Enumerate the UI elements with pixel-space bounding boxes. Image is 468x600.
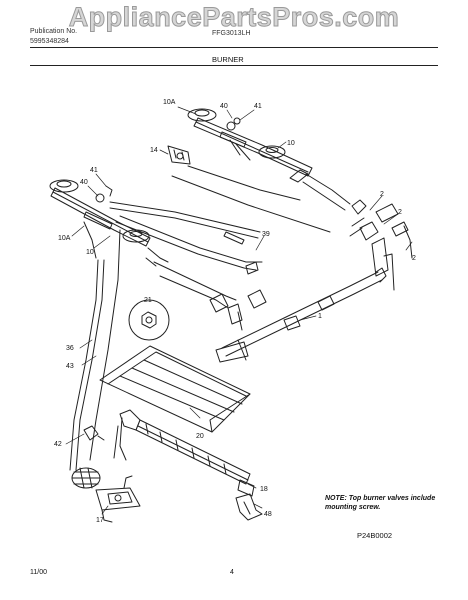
callout-leaders: [65, 106, 413, 515]
rear-burner-assembly: [187, 108, 351, 211]
manifold-pipe-part-1: [215, 267, 387, 363]
callout-10a-top: 10A: [163, 99, 176, 106]
bracket-part-48: [235, 493, 263, 521]
callout-40-left: 40: [80, 179, 88, 186]
watermark-logo: AppliancePartsPros.com: [68, 2, 400, 33]
callout-2-a: 2: [380, 191, 384, 198]
valve-note: NOTE: Top burner valves include mounting…: [325, 495, 436, 511]
callout-10-left: 10: [86, 249, 94, 256]
callout-labels: 10A 40 41 10 14 41 40 39 10A 10 2 2 2 21…: [54, 99, 416, 524]
gas-tubes: [109, 165, 331, 309]
section-title: BURNER: [212, 55, 244, 64]
callout-2-b: 2: [398, 209, 402, 216]
figure-code: P24B0002: [357, 531, 393, 540]
callout-41-left: 41: [90, 167, 98, 174]
ignitor-part-14: [167, 145, 191, 165]
callout-18: 18: [260, 486, 268, 493]
callout-20: 20: [196, 433, 204, 440]
footer-page-number: 4: [230, 569, 234, 576]
heat-shield-part-20: [99, 345, 251, 433]
callout-43: 43: [66, 363, 74, 370]
oven-burner-part-18: [113, 409, 255, 497]
burner-valves: [349, 199, 413, 291]
callout-10-top: 10: [287, 140, 295, 147]
callout-17: 17: [96, 517, 104, 524]
model-number: FFG3013LH: [212, 30, 251, 37]
callout-40-top: 40: [220, 103, 228, 110]
oven-valve-part-17: [71, 425, 141, 523]
footer-date: 11/00: [30, 569, 47, 576]
vertical-tubes-36-43: [69, 229, 121, 471]
header-rule-top: [30, 47, 438, 48]
callout-21: 21: [144, 297, 152, 304]
callout-39: 39: [262, 231, 270, 238]
callout-42: 42: [54, 441, 62, 448]
callout-14: 14: [150, 147, 158, 154]
callout-1: 1: [318, 313, 322, 320]
callout-48: 48: [264, 511, 272, 518]
publication-number: 5995348284: [30, 38, 69, 45]
publication-label: Publication No.: [30, 28, 78, 35]
front-burner-assembly: [49, 179, 169, 267]
lower-valves: [209, 289, 267, 331]
callout-41-top: 41: [254, 103, 262, 110]
callout-2-c: 2: [412, 255, 416, 262]
header-rule-bottom: [30, 65, 438, 66]
callout-36: 36: [66, 345, 74, 352]
callout-10a-left: 10A: [58, 235, 71, 242]
part-21-detail: [128, 299, 170, 341]
